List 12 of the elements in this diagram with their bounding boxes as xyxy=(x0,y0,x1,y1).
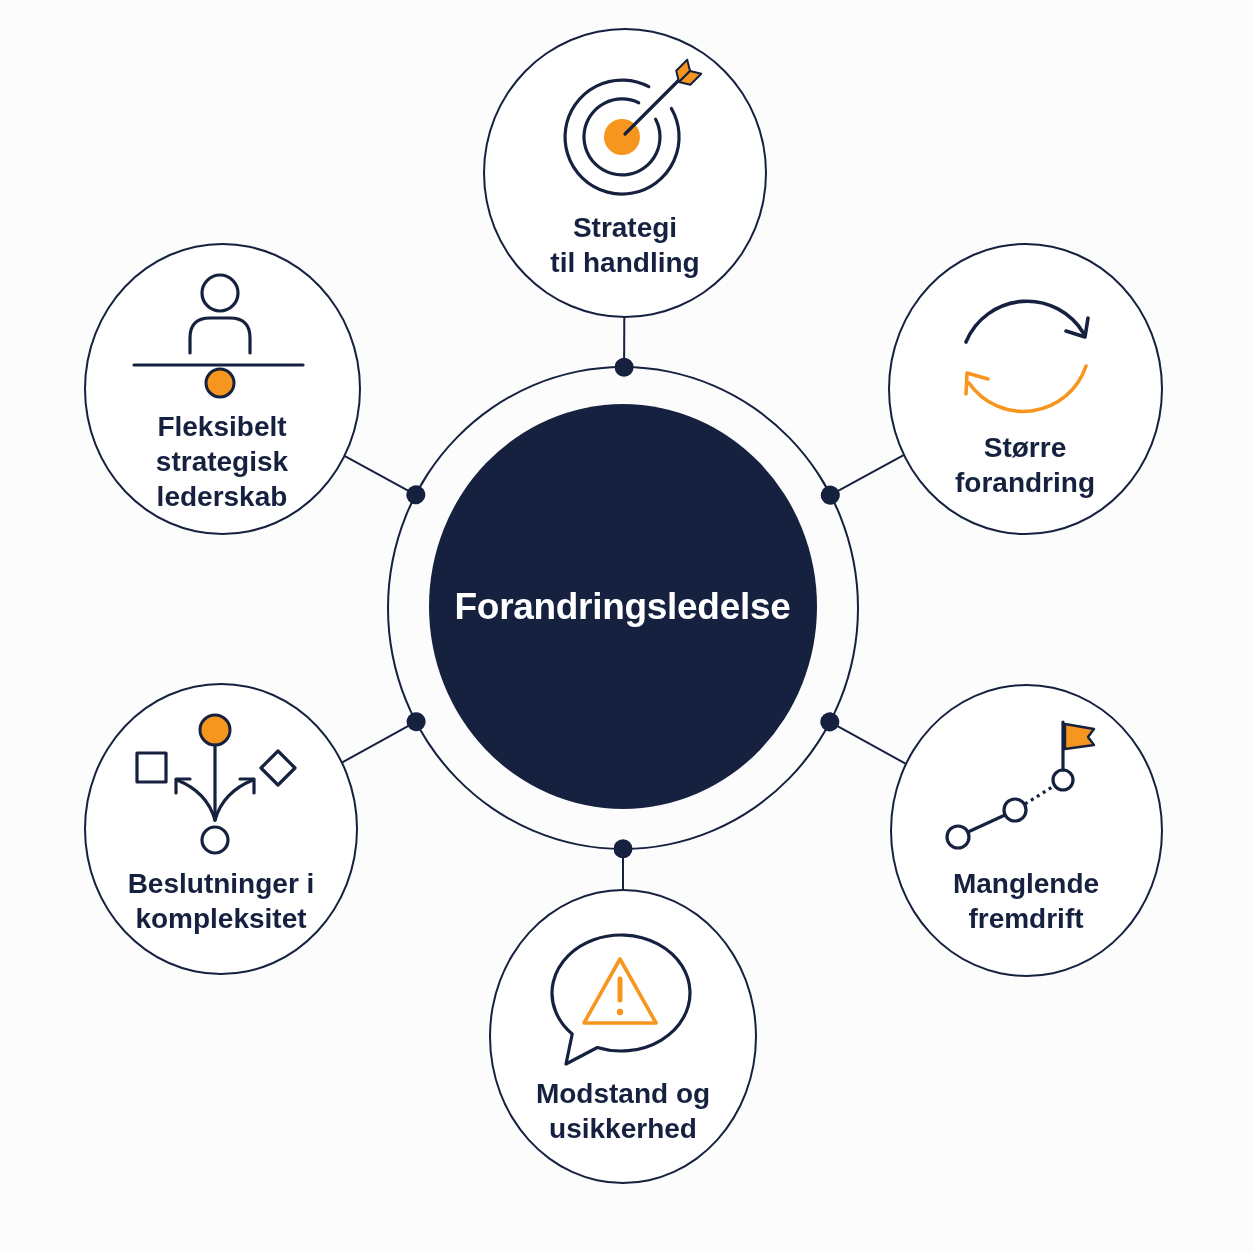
topic-label: Fleksibelt strategisk lederskab xyxy=(155,409,289,514)
connector-line xyxy=(820,712,907,765)
topic-label: Manglende fremdrift xyxy=(952,866,1100,936)
topic-label: Større forandring xyxy=(955,430,1095,500)
connector-line xyxy=(613,839,633,891)
outer-ring xyxy=(387,366,859,850)
topic-label: Strategi til handling xyxy=(550,210,700,280)
connector-line xyxy=(614,315,634,377)
hub-label: Forandringsledelse xyxy=(454,584,791,629)
topic-label: Modstand og usikkerhed xyxy=(535,1076,711,1146)
connector-line xyxy=(340,712,426,764)
topic-label: Beslutninger i kompleksitet xyxy=(127,866,315,936)
